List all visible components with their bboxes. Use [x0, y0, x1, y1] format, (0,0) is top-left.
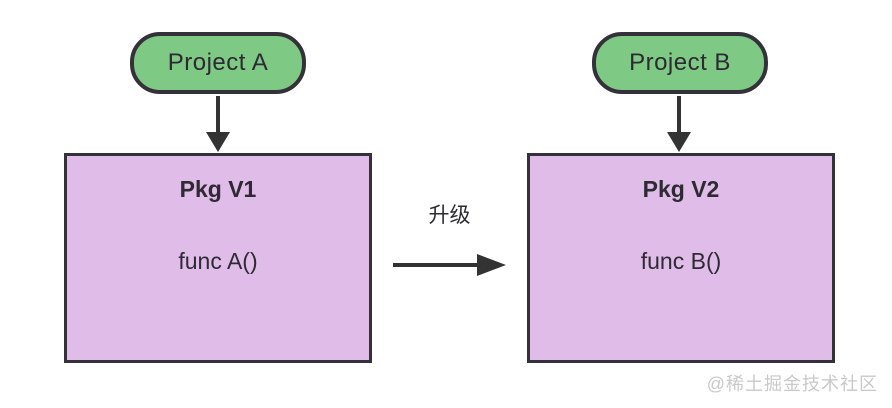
arrow-head-right-icon [477, 254, 506, 276]
node-pkg-v2: Pkg V2 func B() [527, 153, 835, 363]
arrow-head-down-icon [667, 132, 691, 152]
node-project-b-label: Project B [629, 49, 731, 76]
arrow-project-a-to-pkg-v1 [206, 96, 230, 152]
node-pkg-v1: Pkg V1 func A() [64, 153, 372, 363]
node-pkg-v1-title: Pkg V1 [179, 176, 257, 202]
node-pkg-v2-title: Pkg V2 [642, 176, 720, 202]
arrow-pkg-v1-to-pkg-v2 [393, 244, 506, 286]
node-pkg-v2-func: func B() [640, 248, 722, 274]
node-project-a-label: Project A [167, 49, 269, 76]
watermark: @稀土掘金技术社区 [706, 374, 878, 394]
arrow-shaft [216, 96, 220, 134]
arrow-head-down-icon [206, 132, 230, 152]
arrow-shaft [393, 263, 485, 267]
node-project-b: Project B [592, 32, 768, 94]
arrow-project-b-to-pkg-v2 [667, 96, 691, 152]
node-project-a: Project A [130, 32, 306, 94]
node-pkg-v1-func: func A() [178, 248, 258, 274]
arrow-shaft [677, 96, 681, 134]
upgrade-edge-label: 升级 [428, 204, 471, 227]
